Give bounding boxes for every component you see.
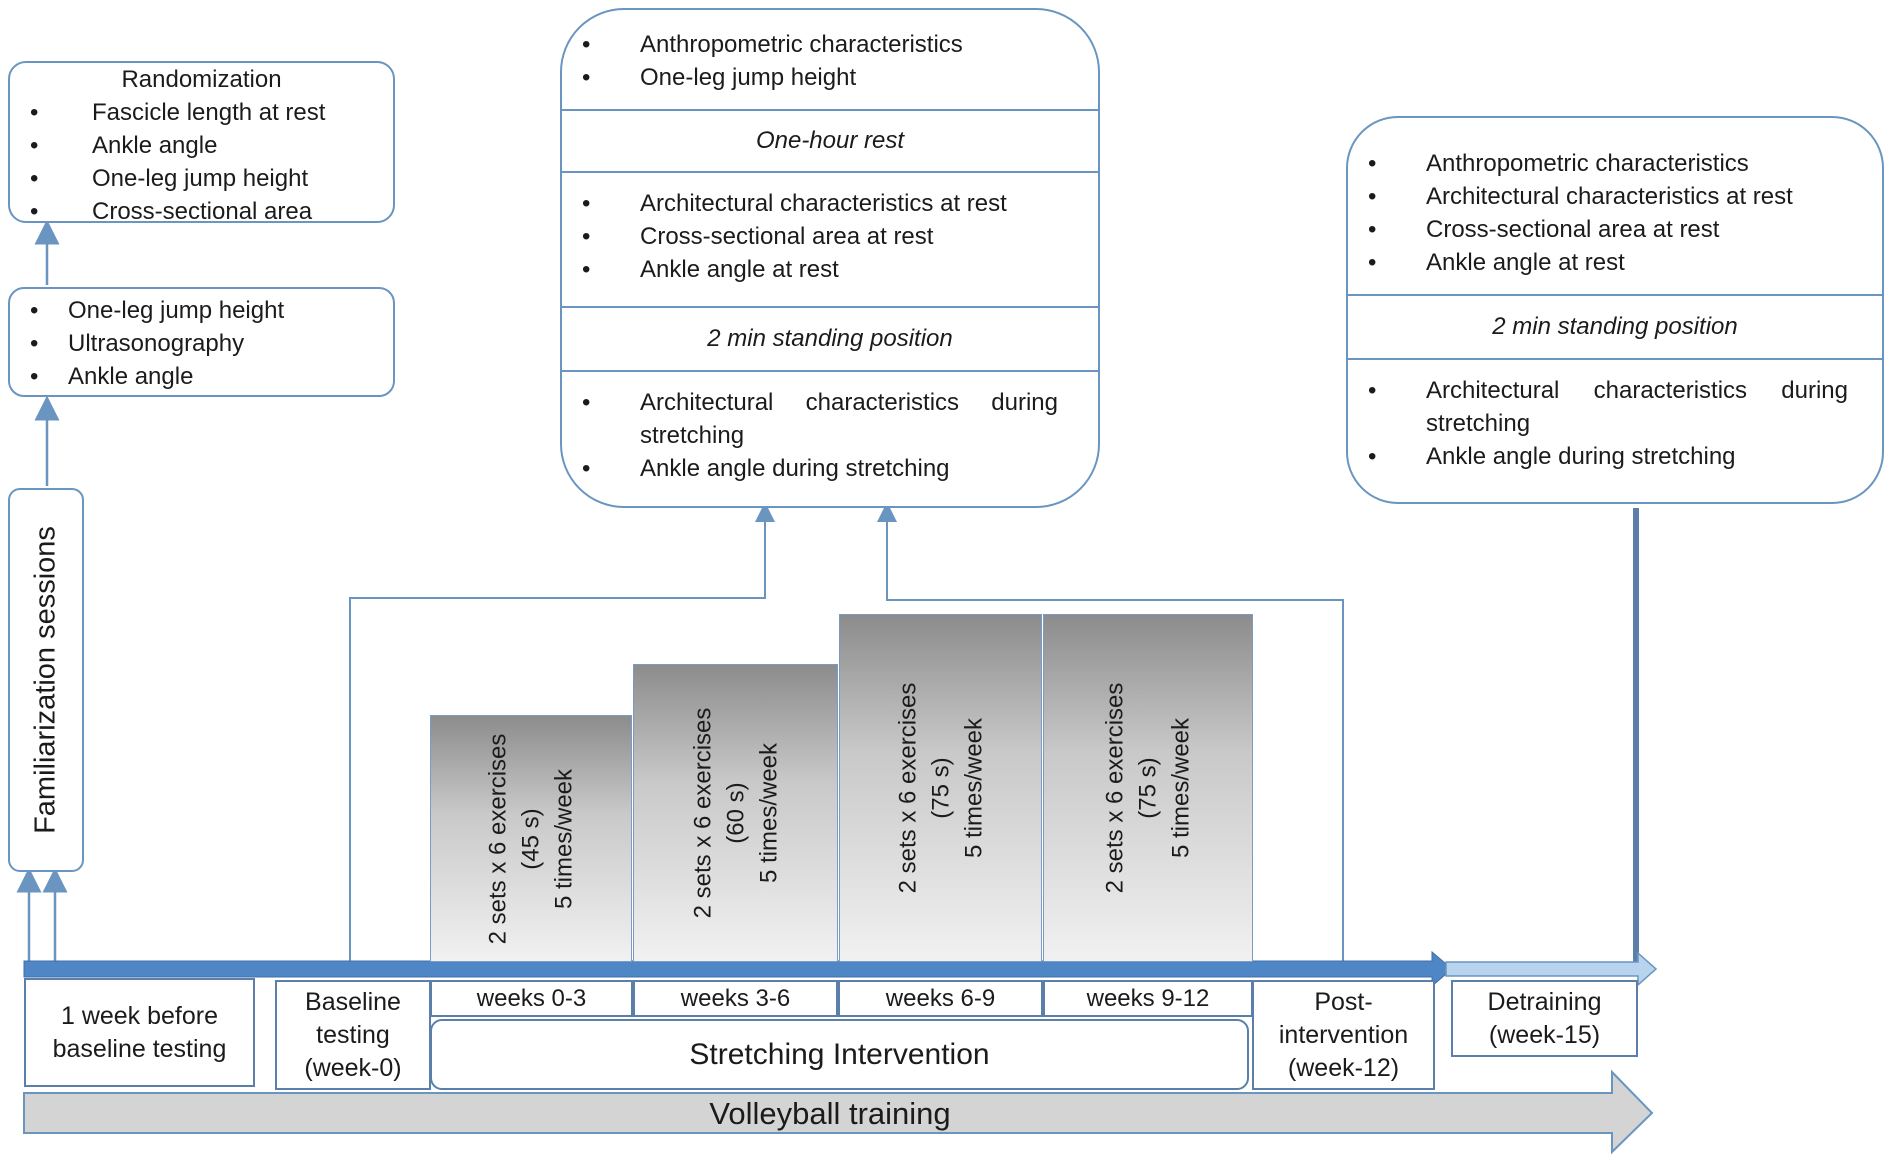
volleyball-arrow-shape [23, 1069, 1654, 1155]
block-line-frequency: 5 times/week [550, 768, 578, 909]
post-line-3: (week-12) [1287, 1053, 1400, 1082]
detraining-testing-box: Anthropometric characteristics Architect… [1346, 116, 1884, 504]
block-line-frequency: 5 times/week [960, 717, 987, 859]
connector-baseline [349, 502, 775, 966]
baseline-line-2: testing [316, 1020, 390, 1049]
stretching-block-4: 2 sets x 6 exercises (75 s) 5 times/week [1043, 614, 1253, 962]
detraining-standing-divider: 2 min standing position [1348, 294, 1882, 358]
list-item: Ankle angle [10, 129, 393, 162]
block-line-sets: 2 sets x 6 exercises [1101, 682, 1129, 894]
testing-section-3: Architectural characteristics during str… [562, 372, 1098, 485]
detraining-section-2: Architectural characteristics during str… [1348, 360, 1882, 473]
timeline-arrow-main [23, 950, 1453, 988]
list-item: Cross-sectional area at rest [1348, 213, 1862, 246]
list-item: Ankle angle at rest [562, 253, 1078, 286]
list-item: Fascicle length at rest [10, 96, 393, 129]
connector-post-intervention [877, 502, 1344, 966]
list-item: Architectural characteristics at rest [1348, 180, 1862, 213]
standing-label: 2 min standing position [707, 325, 953, 352]
testing-section-2: Architectural characteristics at rest Cr… [562, 173, 1098, 286]
list-item: Cross-sectional area at rest [562, 220, 1078, 253]
list-item: Architectural characteristics during str… [562, 386, 1058, 452]
list-item: Anthropometric characteristics [562, 28, 1078, 61]
rest-label: One-hour rest [755, 127, 905, 154]
baseline-testing-box: Baseline testing (week-0) [275, 980, 431, 1090]
block-line-sets: 2 sets x 6 exercises [689, 707, 716, 919]
post-line-1: Post- [1314, 987, 1373, 1016]
block-line-duration: (75 s) [1134, 757, 1162, 819]
post-intervention-box: Post- intervention (week-12) [1252, 980, 1435, 1090]
stretching-block-text: 2 sets x 6 exercises (60 s) 5 times/week [686, 708, 785, 919]
detraining-line-2: (week-15) [1488, 1020, 1601, 1049]
block-line-duration: (60 s) [722, 782, 749, 844]
weeks-label-3: weeks 6-9 [838, 980, 1043, 1017]
randomization-title: Randomization [121, 66, 282, 93]
block-line-frequency: 5 times/week [1167, 717, 1195, 859]
list-item: One-leg jump height [10, 294, 393, 327]
list-item: Anthropometric characteristics [1348, 147, 1862, 180]
detraining-section-1: Anthropometric characteristics Architect… [1348, 147, 1862, 279]
testing-section-1: Anthropometric characteristics One-leg j… [562, 28, 1078, 94]
block-line-sets: 2 sets x 6 exercises [894, 682, 921, 894]
post-line-2: intervention [1278, 1020, 1409, 1049]
volleyball-training-label: Volleyball training [709, 1095, 951, 1131]
testing-section-2-wrap: Architectural characteristics at rest Cr… [562, 171, 1098, 286]
stretching-intervention-box: Stretching Intervention [430, 1019, 1249, 1090]
list-item: One-leg jump height [562, 61, 1078, 94]
weeks-label-2: weeks 3-6 [633, 980, 838, 1017]
weeks-label-4: weeks 9-12 [1043, 980, 1253, 1017]
rest-divider: One-hour rest [562, 109, 1098, 171]
standing-divider: 2 min standing position [562, 306, 1098, 370]
detraining-standing-label: 2 min standing position [1492, 313, 1738, 340]
testing-protocol-box: Anthropometric characteristics One-leg j… [560, 8, 1100, 508]
stretching-block-text: 2 sets x 6 exercises (45 s) 5 times/week [482, 733, 581, 944]
list-item: Ultrasonography [10, 327, 393, 360]
timeline-arrow-detraining [1445, 951, 1658, 987]
stretching-block-text: 2 sets x 6 exercises (75 s) 5 times/week [1099, 683, 1198, 894]
list-item: Architectural characteristics during str… [1348, 374, 1848, 440]
familiarization-label: Familiarization sessions [29, 526, 62, 834]
list-item: Ankle angle at rest [1348, 246, 1862, 279]
block-line-sets: 2 sets x 6 exercises [484, 733, 512, 944]
testing-section-3-wrap: Architectural characteristics during str… [562, 370, 1098, 485]
detraining-box: Detraining (week-15) [1451, 980, 1638, 1057]
stretching-block-3: 2 sets x 6 exercises (75 s) 5 times/week [839, 614, 1042, 962]
baseline-line-1: Baseline [305, 987, 401, 1016]
week-before-box: 1 week before baseline testing [24, 978, 255, 1087]
randomization-box: Randomization Fascicle length at rest An… [8, 61, 395, 228]
list-item: One-leg jump height [10, 162, 393, 195]
pre-measures-list: One-leg jump height Ultrasonography Ankl… [10, 294, 393, 393]
block-line-frequency: 5 times/week [755, 742, 782, 884]
weeks-label-1: weeks 0-3 [430, 980, 633, 1017]
pre-measures-box: One-leg jump height Ultrasonography Ankl… [8, 287, 395, 397]
detraining-section-2-wrap: Architectural characteristics during str… [1348, 358, 1882, 473]
detraining-line-1: Detraining [1487, 987, 1602, 1016]
list-item: Ankle angle during stretching [562, 452, 1058, 485]
stretching-block-2: 2 sets x 6 exercises (60 s) 5 times/week [633, 664, 838, 962]
baseline-line-3: (week-0) [304, 1053, 402, 1082]
stretching-block-1: 2 sets x 6 exercises (45 s) 5 times/week [430, 715, 632, 962]
familiarization-sessions-box: Familiarization sessions [8, 488, 84, 872]
stretching-block-text: 2 sets x 6 exercises (75 s) 5 times/week [891, 683, 990, 894]
block-line-duration: (75 s) [927, 757, 954, 819]
list-item: Architectural characteristics at rest [562, 187, 1078, 220]
randomization-list: Fascicle length at rest Ankle angle One-… [10, 96, 393, 228]
list-item: Ankle angle during stretching [1348, 440, 1848, 473]
list-item: Cross-sectional area [10, 195, 393, 228]
list-item: Ankle angle [10, 360, 393, 393]
block-line-duration: (45 s) [517, 807, 545, 870]
